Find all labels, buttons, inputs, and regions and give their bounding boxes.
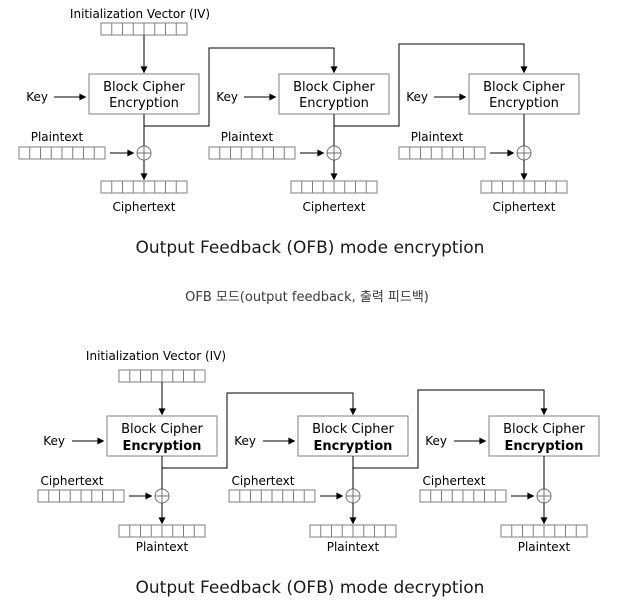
block-cipher-box: [88, 73, 200, 115]
register-cell-dividers: [219, 147, 285, 159]
iv-label: Initialization Vector (IV): [86, 349, 226, 363]
feedback-wire-2: [334, 43, 528, 127]
register-cell-dividers: [511, 525, 577, 537]
block-cipher-box: [488, 415, 600, 457]
register-cell-dividers: [301, 181, 367, 193]
plaintext-label: Plaintext: [518, 540, 571, 554]
block-cipher-label-line1: Block Cipher: [121, 422, 203, 437]
encryption-diagram: Initialization Vector (IV) Block Cipher …: [18, 7, 580, 258]
xor-cross-marks: [137, 146, 531, 160]
register-cell-dividers: [111, 181, 177, 193]
encryption-title: Output Feedback (OFB) mode encryption: [136, 238, 485, 258]
block-cipher-label-line2: Encryption: [505, 439, 584, 454]
ciphertext-label: Ciphertext: [232, 474, 295, 488]
register-cell-dividers: [129, 525, 195, 537]
block-cipher-label-line1: Block Cipher: [103, 80, 185, 95]
block-cipher-label-line1: Block Cipher: [503, 422, 585, 437]
key-label: Key: [26, 90, 48, 104]
ciphertext-label: Ciphertext: [423, 474, 486, 488]
block-cipher-label-line2: Encryption: [489, 96, 559, 111]
feedback-wire-1: [162, 392, 357, 469]
plaintext-label: Plaintext: [136, 540, 189, 554]
decryption-title: Output Feedback (OFB) mode decryption: [136, 578, 485, 598]
block-cipher-label-line1: Block Cipher: [293, 80, 375, 95]
plaintext-label: Plaintext: [411, 130, 464, 144]
key-label: Key: [216, 90, 238, 104]
plaintext-label: Plaintext: [31, 130, 84, 144]
block-cipher-box: [278, 73, 390, 115]
xor-cross-marks: [155, 489, 551, 503]
iv-label: Initialization Vector (IV): [70, 7, 210, 21]
block-cipher-label-line2: Encryption: [123, 439, 202, 454]
plaintext-label: Plaintext: [221, 130, 274, 144]
register-cell-dividers: [29, 147, 95, 159]
key-label: Key: [43, 434, 65, 448]
key-label: Key: [406, 90, 428, 104]
register-cell-dividers: [430, 490, 496, 502]
block-cipher-label-line1: Block Cipher: [483, 80, 565, 95]
register-cell-dividers: [320, 525, 386, 537]
register-cell-dividers: [48, 490, 114, 502]
cipher-to-xor-wires: [161, 456, 545, 489]
decryption-diagram: Initialization Vector (IV) Block Cipher …: [37, 349, 600, 598]
register-cell-dividers: [409, 147, 475, 159]
plaintext-label: Plaintext: [327, 540, 380, 554]
block-cipher-label-line1: Block Cipher: [312, 422, 394, 437]
block-cipher-box: [106, 415, 218, 457]
feedback-wire-2: [353, 389, 548, 469]
block-cipher-label-line2: Encryption: [299, 96, 369, 111]
register-cell-dividers: [239, 490, 305, 502]
block-cipher-label-line2: Encryption: [314, 439, 393, 454]
caption-text: OFB 모드(output feedback, 출력 피드백): [185, 290, 429, 305]
cipher-to-xor-wires: [143, 114, 525, 146]
ciphertext-label: Ciphertext: [493, 200, 556, 214]
key-label: Key: [234, 434, 256, 448]
register-cell-dividers: [129, 370, 195, 382]
block-cipher-label-line2: Encryption: [109, 96, 179, 111]
key-label: Key: [425, 434, 447, 448]
register-cell-dividers: [491, 181, 557, 193]
block-cipher-box: [468, 73, 580, 115]
block-cipher-box: [297, 415, 409, 457]
ciphertext-label: Ciphertext: [41, 474, 104, 488]
register-cell-dividers: [111, 23, 177, 35]
feedback-wire-1: [144, 47, 338, 127]
ciphertext-label: Ciphertext: [303, 200, 366, 214]
ciphertext-label: Ciphertext: [113, 200, 176, 214]
